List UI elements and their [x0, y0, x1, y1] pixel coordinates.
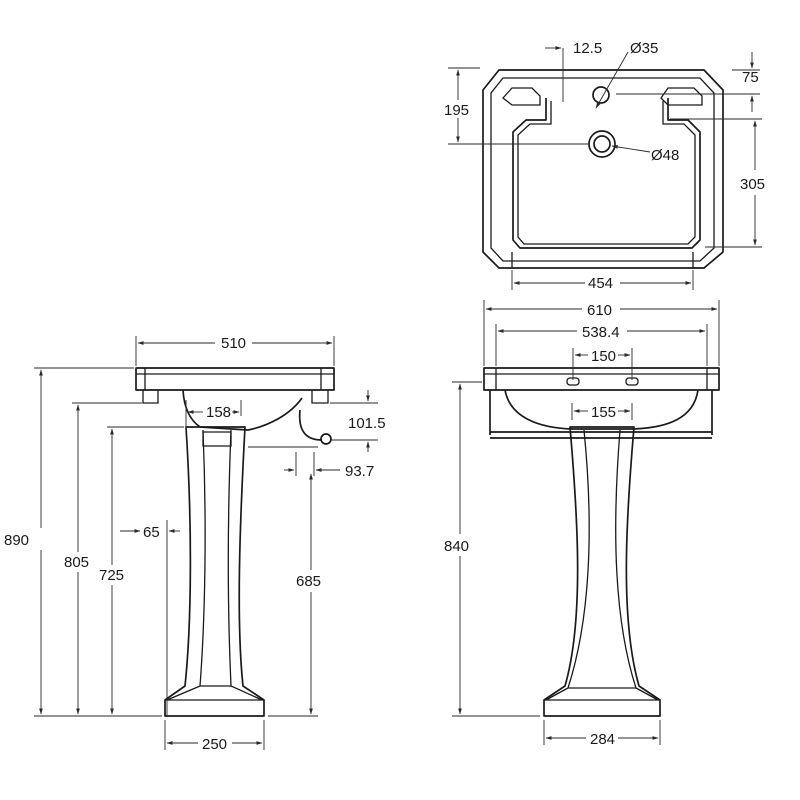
dim-waste-width: 155 — [591, 404, 616, 421]
dim-waste-offset: 158 — [206, 404, 231, 421]
front-view-rim-details — [484, 368, 719, 390]
dim-bowl-depth: 305 — [740, 176, 765, 193]
dim-waste-height: 725 — [99, 567, 124, 584]
side-view-trap — [298, 409, 323, 441]
top-view-inner-outline — [490, 77, 715, 262]
dim-base-depth: 250 — [202, 736, 227, 753]
dim-rim-height: 805 — [64, 554, 89, 571]
front-view-bowl — [504, 389, 699, 430]
top-view-left-pocket — [502, 87, 541, 106]
dim-trap-projection: 93.7 — [345, 463, 374, 480]
dim-front-overall-width: 610 — [587, 302, 612, 319]
front-view: 610 538.4 150 155 840 284 — [444, 300, 720, 748]
side-view-bowl-underside — [182, 389, 303, 431]
dim-depth-tap: 195 — [444, 102, 469, 119]
front-view-basin-rim — [483, 367, 720, 391]
dim-tap-offset: 12.5 — [573, 40, 602, 57]
dim-pedestal-height: 840 — [444, 538, 469, 555]
top-view-base-edges — [511, 252, 694, 268]
side-view-basin-rim — [135, 367, 335, 391]
dim-base-width: 284 — [590, 731, 615, 748]
top-view: 12.5 Ø35 75 195 305 Ø48 454 — [444, 40, 765, 292]
dim-front-inner-width: 538.4 — [582, 324, 620, 341]
side-view-pedestal — [164, 426, 265, 717]
dim-overall-height: 890 — [4, 532, 29, 549]
dim-pedestal-offset: 65 — [143, 524, 160, 541]
dim-tap-hole: Ø35 — [630, 40, 658, 57]
side-view-pedestal-top-block — [202, 431, 232, 447]
top-view-waste-outer — [588, 130, 616, 158]
side-view-pedestal-inner — [165, 429, 264, 701]
dim-depth-front: 75 — [742, 69, 759, 86]
top-view-tap-hole — [592, 86, 610, 104]
dim-tap-centres: 150 — [591, 348, 616, 365]
side-view-rim-feet — [142, 390, 329, 404]
dim-line-waste — [611, 145, 651, 153]
front-view-towel-rail — [489, 390, 713, 439]
dim-bowl-width: 454 — [588, 275, 613, 292]
dim-trap-height: 685 — [296, 573, 321, 590]
top-view-bowl-inner — [517, 101, 696, 245]
top-view-right-pocket — [660, 87, 703, 106]
top-view-waste-inner — [593, 135, 611, 153]
front-view-pedestal-inner — [544, 429, 660, 701]
dim-waste: Ø48 — [651, 147, 679, 164]
dim-side-width: 510 — [221, 335, 246, 352]
dim-waste-drop: 101.5 — [348, 415, 386, 432]
top-view-bowl — [512, 98, 701, 249]
dim-line-tap-hole — [595, 51, 629, 109]
side-view: 510 890 805 725 158 101.5 — [4, 335, 386, 753]
side-view-trap-end — [320, 433, 332, 445]
side-view-rim-details — [136, 368, 334, 390]
front-view-pedestal — [543, 426, 661, 717]
